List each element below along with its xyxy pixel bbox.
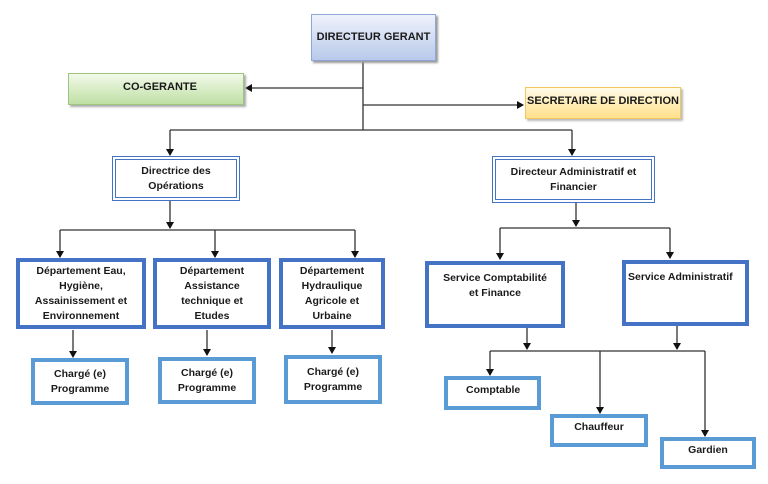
comptable-label: Comptable xyxy=(466,383,521,396)
secretaire-label: SECRETAIRE DE DIRECTION xyxy=(527,94,679,107)
department-label: Département Eau, Hygiène, Assainissement… xyxy=(34,264,128,322)
department-label: Département Assistance technique et Etud… xyxy=(179,264,245,322)
charge-programme-label: Chargé (e) Programme xyxy=(50,367,110,395)
service-comptabilite-box: Service Comptabilité et Finance xyxy=(425,261,565,328)
service-administratif-label: Service Administratif xyxy=(628,271,733,283)
charge-programme-label: Chargé (e) Programme xyxy=(177,366,237,394)
charge-programme-box: Chargé (e) Programme xyxy=(31,358,129,405)
directeur-gerant-box: DIRECTEUR GERANT xyxy=(311,14,436,61)
co-gerante-label: CO-GERANTE xyxy=(123,80,197,93)
charge-programme-box: Chargé (e) Programme xyxy=(158,357,256,404)
department-label: Département Hydraulique Agricole et Urba… xyxy=(299,264,365,322)
directrice-operations-box: Directrice des Opérations xyxy=(112,156,240,201)
service-comptabilite-label: Service Comptabilité et Finance xyxy=(443,272,547,299)
secretaire-box: SECRETAIRE DE DIRECTION xyxy=(525,87,681,119)
charge-programme-label: Chargé (e) Programme xyxy=(303,365,363,393)
directeur-gerant-label: DIRECTEUR GERANT xyxy=(316,31,431,43)
directeur-admin-label: Directeur Administratif et Financier xyxy=(510,165,637,193)
directeur-admin-box: Directeur Administratif et Financier xyxy=(492,156,655,203)
department-box: Département Eau, Hygiène, Assainissement… xyxy=(16,258,146,329)
department-box: Département Hydraulique Agricole et Urba… xyxy=(279,258,385,329)
directrice-operations-label: Directrice des Opérations xyxy=(141,164,211,192)
charge-programme-box: Chargé (e) Programme xyxy=(284,355,382,404)
co-gerante-box: CO-GERANTE xyxy=(68,73,244,105)
chauffeur-label: Chauffeur xyxy=(574,421,624,433)
chauffeur-box: Chauffeur xyxy=(550,414,648,447)
gardien-label: Gardien xyxy=(688,443,728,456)
comptable-box: Comptable xyxy=(444,376,541,410)
service-administratif-box: Service Administratif xyxy=(622,260,749,326)
department-box: Département Assistance technique et Etud… xyxy=(153,258,271,329)
gardien-box: Gardien xyxy=(660,437,756,469)
